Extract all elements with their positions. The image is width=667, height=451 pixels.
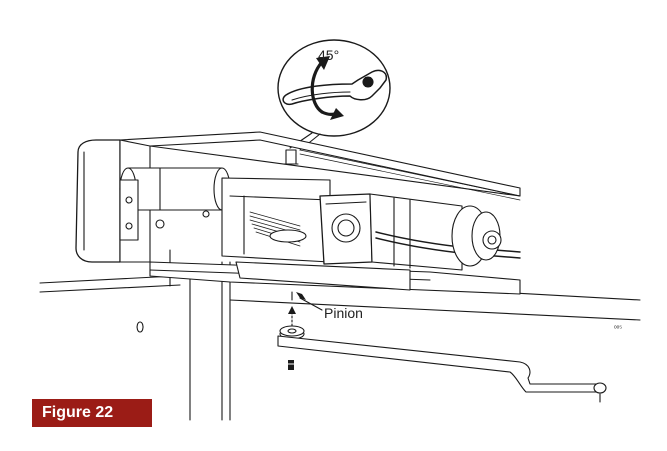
wrench-detail: 45° xyxy=(277,39,391,151)
pinion-callout: Pinion xyxy=(291,291,363,321)
pinion-label: Pinion xyxy=(324,305,363,321)
rotate-arrow-icon xyxy=(310,56,344,120)
wrench-icon xyxy=(282,69,388,106)
bracket-arm-icon xyxy=(277,306,607,403)
small-mark: ᵒᵒ⁵ xyxy=(614,325,622,332)
gear-motor-icon xyxy=(319,193,521,271)
figure-label: Figure 22 xyxy=(32,399,152,427)
angle-label: 45° xyxy=(318,47,339,63)
gearbox-bracket xyxy=(221,149,411,291)
